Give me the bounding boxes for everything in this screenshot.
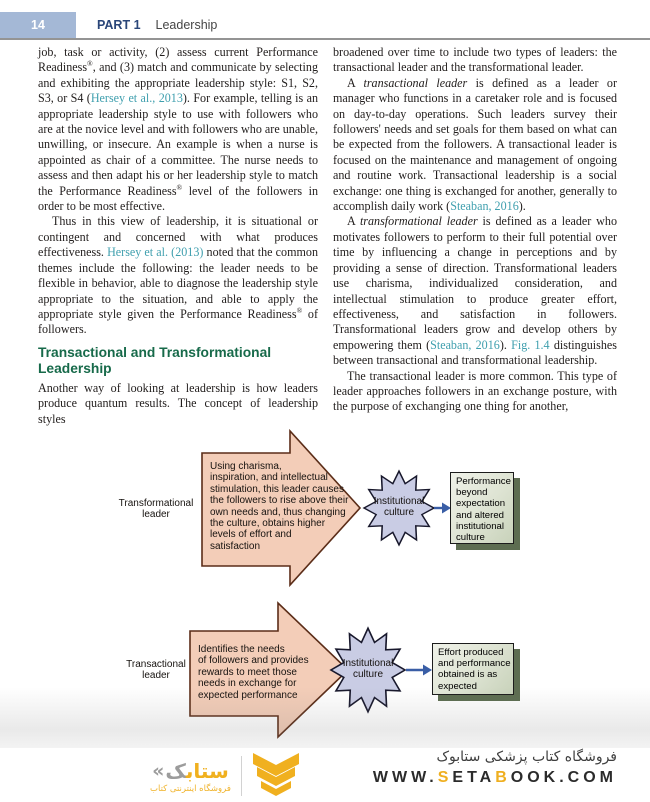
citation-link[interactable]: Steaban, 2016 [430, 337, 500, 352]
section-heading: Transactional and Transformational Leade… [38, 344, 272, 377]
transformational-leader-label: Transformational leader [118, 498, 194, 521]
transformational-arrow-text: Using charisma, inspiration, and intelle… [210, 461, 349, 552]
citation-link[interactable]: Steaban, 2016 [450, 199, 519, 214]
paragraph: Thus in this view of leadership, it is s… [38, 214, 318, 337]
performance-result-box: Performance beyond expectation and alter… [450, 472, 514, 544]
paragraph: A transactional leader is defined as a l… [333, 76, 617, 215]
institutional-culture-label-bottom: Institutional culture [342, 658, 394, 681]
transactional-leader-label: Transactional leader [126, 659, 186, 682]
url-segment: S [437, 769, 453, 786]
left-column: job, task or activity, (2) assess curren… [38, 45, 318, 427]
logo-wordmark-text: ستابک [165, 758, 229, 783]
italic-term: transformational leader [359, 214, 478, 229]
page-number-badge: 14 [0, 12, 76, 38]
text-run: Thus in this view of leadership, it is s… [38, 214, 318, 260]
url-segment: B [495, 769, 511, 786]
text-run: A [347, 75, 364, 90]
text-run: job, task or activity, (2) assess curren… [38, 45, 318, 75]
text-run: level of the followers in order to be mo… [38, 183, 318, 214]
text-run: A [347, 214, 360, 229]
transactional-arrow-text: Identifies the needs of followers and pr… [198, 644, 309, 701]
text-run: of followers. [38, 306, 318, 337]
header-divider [0, 38, 650, 40]
chevron-stack-icon [252, 753, 299, 796]
institutional-culture-label-top: Institutional culture [373, 496, 425, 519]
paragraph: job, task or activity, (2) assess curren… [38, 45, 318, 214]
right-column: broadened over time to include two types… [333, 45, 617, 415]
citation-link[interactable]: Hersey et al., 2013 [90, 91, 183, 106]
logo-wordmark: « ستابک [152, 759, 229, 783]
setabook-logo[interactable]: « ستابک فروشگاه اینترنتی کتاب [150, 753, 300, 799]
text-run: Another way of looking at leadership is … [38, 380, 318, 426]
text-run: broadened over time to include two types… [333, 45, 617, 75]
logo-guillemet: « [152, 759, 165, 782]
page-number: 14 [31, 18, 45, 32]
paragraph: Another way of looking at leadership is … [38, 381, 318, 427]
figure-shapes [189, 428, 451, 739]
citation-link[interactable]: Hersey et al. (2013) [107, 245, 204, 260]
text-run: , and (3) match and communicate by selec… [38, 60, 318, 106]
url-segment: OOK.COM [510, 769, 617, 786]
registered-mark: ® [296, 305, 303, 315]
paragraph: The transactional leader is more common.… [333, 369, 617, 415]
effort-result-box: Effort produced and performance obtained… [432, 643, 514, 695]
citation-link[interactable]: Fig. 1.4 [511, 337, 550, 352]
registered-mark: ® [87, 59, 93, 69]
text-run: ). [499, 337, 512, 352]
text-run: is defined as a leader who motivates fol… [333, 214, 618, 352]
figure-transactional-transformational: Transformational leader Using charisma, … [0, 425, 650, 765]
text-run: ). [518, 199, 526, 214]
text-run: is defined as a leader or manager who fu… [333, 75, 618, 214]
url-segment: ETA [452, 769, 496, 786]
text-run: The transactional leader is more common.… [333, 368, 617, 414]
connector-arrowhead-bottom [423, 664, 432, 676]
logo-divider [240, 756, 242, 796]
transactional-block-arrow [189, 601, 350, 739]
connector-arrowhead-top [442, 502, 451, 514]
footer-brand-text: فروشگاه کتاب پزشکی ستابوک WWW.SETABOOK.C… [373, 749, 617, 787]
paragraph: broadened over time to include two types… [333, 45, 617, 76]
footer: « ستابک فروشگاه اینترنتی کتاب فروشگاه کت… [0, 748, 650, 802]
url-segment: WWW. [372, 769, 438, 786]
store-name-farsi: فروشگاه کتاب پزشکی ستابوک [436, 749, 617, 765]
part-title: Leadership [155, 18, 218, 32]
paragraph: A transformational leader is defined as … [333, 214, 617, 368]
text-run: distinguishes between transactional and … [333, 337, 617, 368]
text-run: ). For example, telling is an appropriat… [38, 91, 318, 198]
part-label: PART 1 [97, 18, 141, 32]
running-header: PART 1 Leadership [97, 12, 217, 38]
website-url[interactable]: WWW.SETABOOK.COM [373, 769, 617, 787]
transformational-block-arrow [201, 428, 362, 588]
logo-tagline: فروشگاه اینترنتی کتاب [150, 783, 231, 794]
registered-mark: ® [176, 182, 183, 192]
text-run: noted that the common themes include the… [38, 245, 318, 321]
logo-text-block: « ستابک فروشگاه اینترنتی کتاب [150, 759, 231, 794]
italic-term: transactional leader [363, 75, 468, 90]
